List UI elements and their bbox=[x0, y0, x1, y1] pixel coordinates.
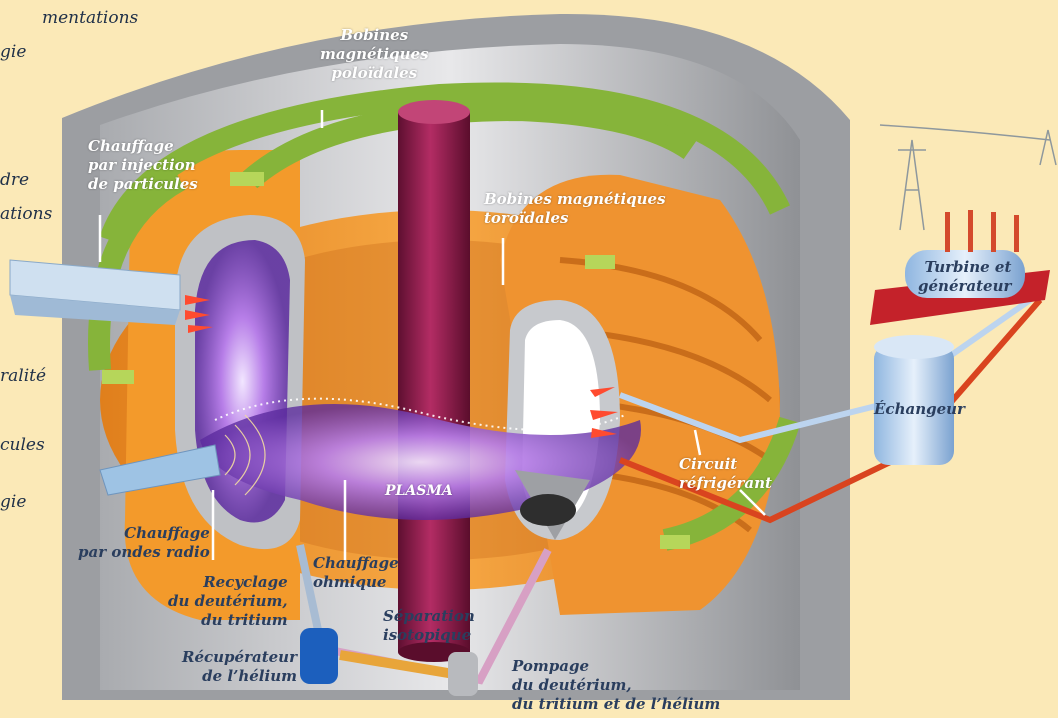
side-text-4: ations bbox=[0, 204, 52, 224]
separator-tank bbox=[448, 652, 478, 696]
label-plasma: PLASMA bbox=[385, 482, 453, 501]
side-text-5: ralité bbox=[0, 366, 46, 386]
helium-tank bbox=[300, 628, 338, 684]
central-solenoid bbox=[398, 112, 470, 652]
side-text-7: gie bbox=[0, 492, 26, 512]
label-exchanger: Échangeur bbox=[874, 400, 965, 419]
side-text-1: mentations bbox=[42, 8, 138, 28]
side-text-6: cules bbox=[0, 435, 45, 455]
side-text-3: dre bbox=[0, 170, 29, 190]
side-text-2: gie bbox=[0, 42, 26, 62]
